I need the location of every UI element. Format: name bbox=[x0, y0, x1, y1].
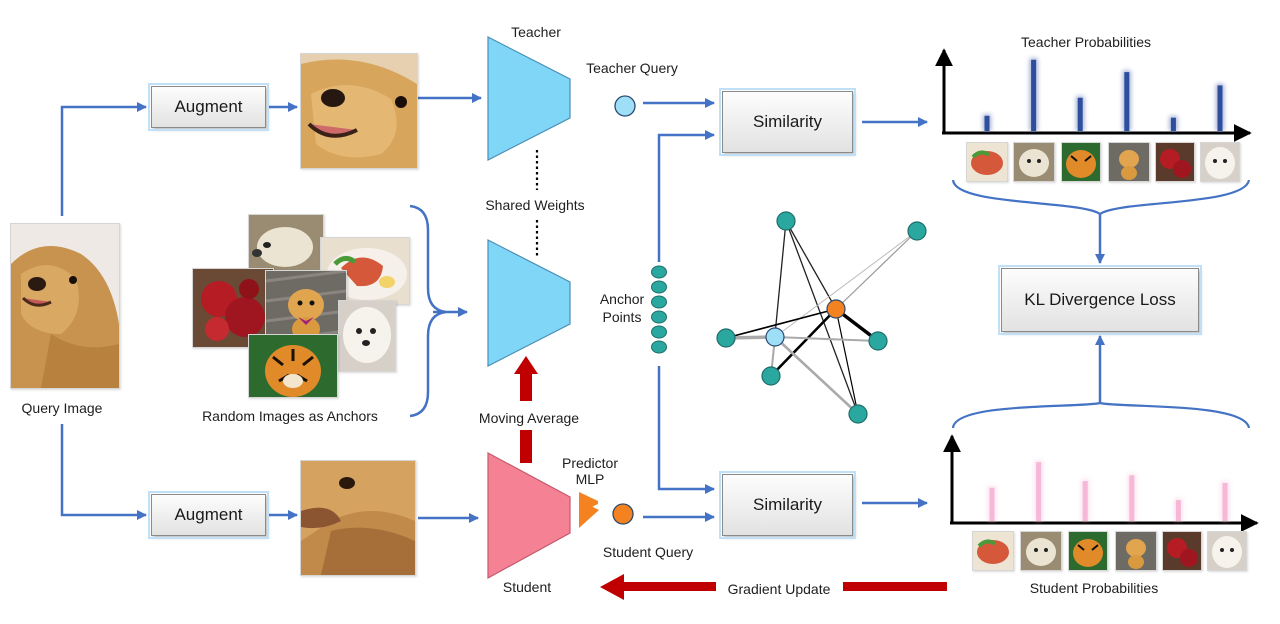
graph-teacher-query-node bbox=[765, 327, 785, 347]
anchor-image-tiger bbox=[248, 334, 338, 398]
student-bar-salad bbox=[989, 487, 995, 521]
arrow-query-to-augment-top bbox=[60, 102, 147, 216]
moving-average-arrow bbox=[514, 356, 538, 463]
random-anchors-label: Random Images as Anchors bbox=[202, 408, 378, 424]
augment-box-top: Augment bbox=[148, 83, 269, 131]
graph-student-query-node bbox=[826, 299, 846, 319]
teacher-label: Teacher bbox=[511, 24, 561, 40]
thumb-white-dog bbox=[1020, 531, 1062, 571]
teacher-bar-salad bbox=[984, 115, 990, 131]
student-label: Student bbox=[502, 579, 552, 595]
teacher-bar-pomegranate bbox=[1170, 117, 1176, 131]
teacher-bar-puppy bbox=[1124, 72, 1130, 131]
teacher-probability-bars bbox=[983, 58, 1224, 131]
student-bar-fluffy-dog bbox=[1222, 483, 1228, 521]
thumb-tiger bbox=[1068, 531, 1108, 571]
graph-anchor-node bbox=[761, 366, 781, 386]
gradient-update-label: Gradient Update bbox=[727, 581, 831, 597]
gradient-update-arrow bbox=[600, 574, 947, 600]
predictor-label-line1: Predictor bbox=[561, 455, 619, 471]
anchor-image-white-dog bbox=[248, 214, 324, 274]
anchor-points-label-line2: Points bbox=[602, 309, 642, 325]
thumb-puppy bbox=[1108, 142, 1150, 182]
similarity-box-bottom: Similarity bbox=[719, 471, 856, 539]
graph-anchor-node bbox=[907, 221, 927, 241]
teacher-bar-white-dog bbox=[1031, 59, 1037, 131]
student-probabilities-title: Student Probabilities bbox=[1029, 580, 1159, 596]
arrow-anchors-to-similarity-top bbox=[657, 130, 715, 262]
teacher-bar-tiger bbox=[1077, 97, 1083, 131]
teacher-bar-fluffy-dog bbox=[1217, 85, 1223, 131]
student-bar-white-dog bbox=[1036, 462, 1042, 521]
student-query-label: Student Query bbox=[602, 544, 694, 560]
query-image bbox=[10, 223, 120, 389]
similarity-box-top: Similarity bbox=[719, 88, 856, 156]
similarity-graph bbox=[716, 211, 927, 424]
kl-divergence-loss-box: KL Divergence Loss bbox=[998, 265, 1202, 335]
thumb-tiger bbox=[1061, 142, 1101, 182]
teacher-probabilities-title: Teacher Probabilities bbox=[1021, 34, 1151, 50]
arrow-anchors-to-similarity-bottom bbox=[657, 366, 715, 494]
thumb-pomegranate bbox=[1155, 142, 1195, 182]
thumb-salad bbox=[966, 142, 1008, 182]
thumb-salad bbox=[972, 531, 1014, 571]
graph-anchor-node bbox=[868, 331, 888, 351]
predictor-mlp-shape bbox=[579, 500, 599, 528]
anchor-encoder bbox=[487, 239, 571, 367]
moving-average-label: Moving Average bbox=[478, 410, 580, 426]
teacher-probabilities-axes bbox=[935, 48, 1252, 142]
student-bar-pomegranate bbox=[1175, 500, 1181, 521]
teacher-probs-brace bbox=[951, 179, 1251, 216]
thumb-fluffy-dog bbox=[1200, 142, 1240, 182]
predictor-label-line2: MLP bbox=[575, 471, 605, 487]
graph-anchor-node bbox=[848, 404, 868, 424]
student-encoder bbox=[487, 451, 571, 580]
shared-weights-label: Shared Weights bbox=[485, 197, 585, 213]
thumb-white-dog bbox=[1013, 142, 1055, 182]
anchor-points-column bbox=[651, 265, 667, 354]
anchor-image-fluffy-dog bbox=[338, 300, 396, 372]
augmented-crop-bottom bbox=[300, 460, 416, 576]
arrow-query-to-augment-bottom bbox=[60, 424, 147, 520]
thumb-fluffy-dog bbox=[1207, 531, 1247, 571]
graph-anchor-node bbox=[776, 211, 796, 231]
student-probabilities-axes bbox=[943, 434, 1259, 532]
flow-arrows bbox=[60, 93, 1105, 523]
graph-anchor-node bbox=[716, 328, 736, 348]
thumb-pomegranate bbox=[1162, 531, 1202, 571]
teacher-query-node bbox=[614, 95, 636, 117]
anchor-image-pomegranate bbox=[192, 268, 274, 348]
thumb-puppy bbox=[1115, 531, 1157, 571]
student-bar-tiger bbox=[1082, 481, 1088, 521]
student-bar-puppy bbox=[1129, 475, 1135, 521]
augmented-crop-top bbox=[300, 53, 418, 169]
teacher-encoder bbox=[487, 36, 571, 161]
anchor-images-brace bbox=[409, 204, 447, 418]
query-image-label: Query Image bbox=[21, 400, 103, 416]
student-probability-bars bbox=[988, 460, 1229, 521]
anchor-image-salad bbox=[320, 237, 410, 305]
student-probs-brace bbox=[951, 401, 1251, 429]
augment-box-bottom: Augment bbox=[148, 491, 269, 539]
teacher-query-label: Teacher Query bbox=[586, 60, 678, 76]
student-query-node bbox=[612, 503, 634, 525]
anchor-points-label-line1: Anchor bbox=[599, 291, 645, 307]
